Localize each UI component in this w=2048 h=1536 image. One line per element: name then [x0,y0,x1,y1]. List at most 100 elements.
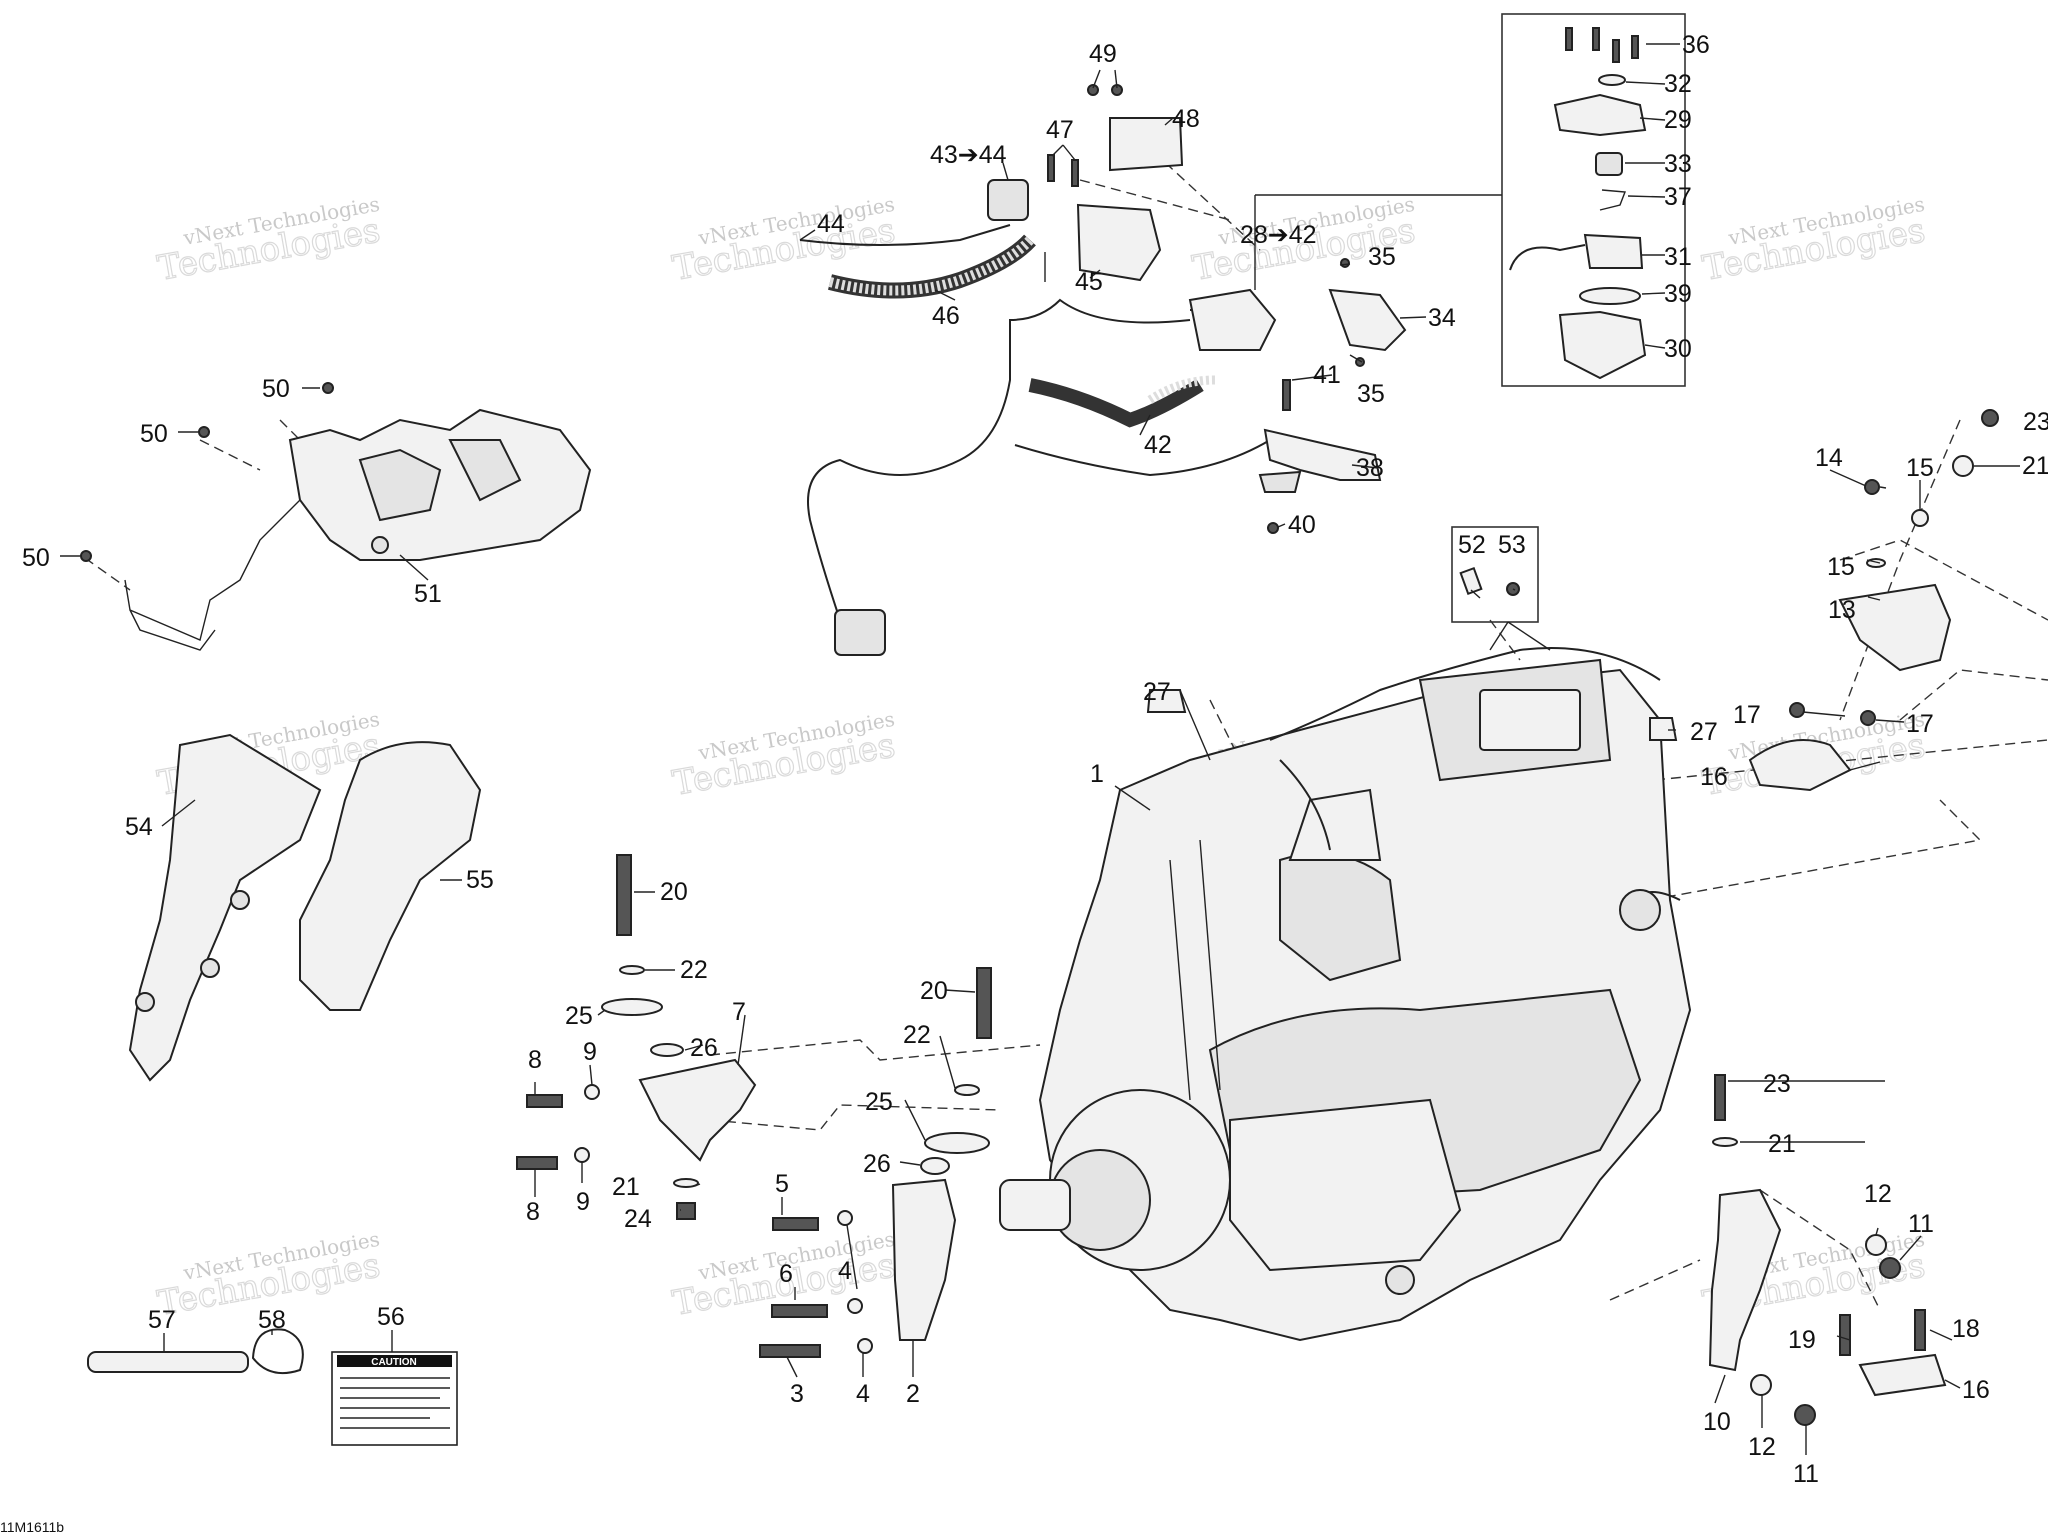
callout-37: 37 [1664,183,1692,211]
callout-55: 55 [466,866,494,894]
clamp-58 [251,1328,304,1374]
shield-grommet-icon [135,992,155,1012]
screw-35-icon [1340,258,1350,268]
washer-15-icon [1911,509,1929,527]
callout-20: 20 [660,878,688,906]
washer-4-icon [847,1298,863,1314]
callout-21: 21 [2022,452,2048,480]
callout-54: 54 [125,813,153,841]
bolt-18-icon [1914,1309,1926,1351]
bolt-17-icon [1860,710,1876,726]
bolt-14-icon [1864,479,1880,495]
screw-50-icon [198,426,210,438]
callout-9: 9 [583,1038,597,1066]
hose-57 [87,1351,249,1373]
bolt-20-icon [976,967,992,1039]
bracket-40 [1258,470,1302,493]
callout-52: 52 [1458,531,1486,559]
mount-2 [891,1178,957,1341]
washer-9-icon [574,1147,590,1163]
screw-47-icon [1047,154,1055,182]
drawing-code: 11M1611b [0,1519,64,1535]
spacer-26-icon [650,1043,684,1057]
screw-49-icon [1087,84,1099,96]
callout-20: 20 [920,977,948,1005]
callout-2: 2 [906,1380,920,1408]
callout-23: 23 [1763,1070,1791,1098]
callout-4: 4 [856,1380,870,1408]
callouts: 1 2 3 4 4 5 6 7 8 8 9 9 10 11 11 12 12 1… [22,31,2048,1488]
screw-50-icon [80,550,92,562]
callout-22: 22 [903,1021,931,1049]
throttle-cable [807,288,1277,656]
washer-21-icon [1952,455,1974,477]
callout-31: 31 [1664,243,1692,271]
washer-9-icon [584,1084,600,1100]
bushing-25-icon [924,1132,990,1154]
mount-7 [638,1058,757,1162]
callout-23: 23 [2023,408,2048,436]
callout-16: 16 [1962,1376,1990,1404]
nut-11-icon [1879,1257,1901,1279]
bolt-23-icon [1714,1074,1726,1121]
clamp-48 [1109,117,1184,172]
callout-21: 21 [1768,1130,1796,1158]
nut-11-icon [1794,1404,1816,1426]
callout-8: 8 [526,1198,540,1226]
cap-27-right [1649,717,1678,741]
screw-50-icon [322,382,334,394]
callout-21: 21 [612,1173,640,1201]
callout-33: 33 [1664,150,1692,178]
callout-19: 19 [1788,1326,1816,1354]
decal-heading: CAUTION [371,1357,417,1368]
callout-25: 25 [865,1088,893,1116]
washer-4-icon [837,1210,853,1226]
bracket-34 [1328,288,1407,352]
washer-12-icon [1865,1234,1887,1256]
screw-41-icon [1282,379,1291,411]
shield-grommet-icon [200,958,220,978]
callout-28-42: 28➔42 [1240,221,1317,249]
callout-39: 39 [1664,280,1692,308]
callout-25: 25 [565,1002,593,1030]
clamp-45 [1076,203,1162,282]
callout-27: 27 [1690,718,1718,746]
callout-58: 58 [258,1306,286,1334]
callout-4: 4 [838,1257,852,1285]
hardware-box [1451,526,1539,623]
washer-21-icon [673,1178,699,1188]
callout-50: 50 [140,420,168,448]
screw-47-icon [1071,159,1079,187]
bracket-13 [1838,583,1952,672]
caution-decal-56: CAUTION [331,1351,458,1446]
callout-29: 29 [1664,106,1692,134]
callout-10: 10 [1703,1408,1731,1436]
washer-4-icon [857,1338,873,1354]
callout-14: 14 [1815,444,1843,472]
bolt-17-icon [1789,702,1805,718]
callout-36: 36 [1682,31,1710,59]
spacer-26-icon [920,1157,950,1175]
callout-30: 30 [1664,335,1692,363]
callout-38: 38 [1356,454,1384,482]
mount-10 [1708,1188,1782,1372]
callout-34: 34 [1428,304,1456,332]
bracket-51 [124,408,592,651]
callout-49: 49 [1089,40,1117,68]
callout-41: 41 [1313,361,1341,389]
bolt-20-icon [616,854,632,936]
callout-50: 50 [262,375,290,403]
callout-18: 18 [1952,1315,1980,1343]
heat-shield-55 [299,741,482,1011]
callout-26: 26 [690,1034,718,1062]
callout-9: 9 [576,1188,590,1216]
switch-assembly [1509,27,1647,380]
bolt-8-icon [516,1156,558,1170]
hose-42 [1014,375,1271,477]
switch-assembly-box [1501,13,1686,387]
heat-shield-54 [128,733,322,1082]
callout-46: 46 [932,302,960,330]
callout-17: 17 [1733,701,1761,729]
callout-13: 13 [1828,596,1856,624]
clip-52-icon [1459,566,1483,596]
